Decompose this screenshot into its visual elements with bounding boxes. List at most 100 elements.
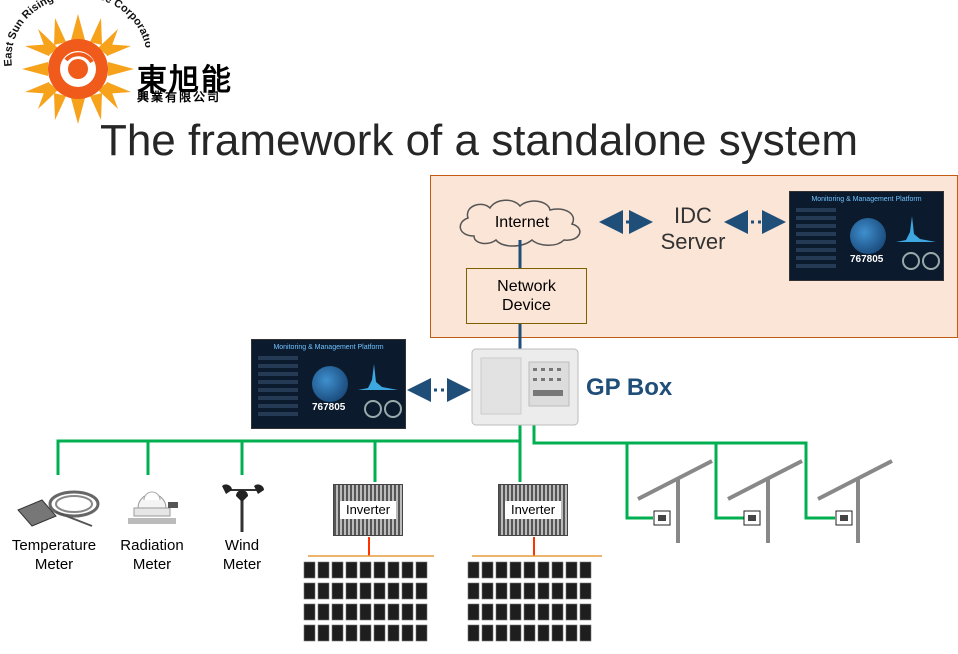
solar-panel [523, 561, 536, 579]
solar-panel [401, 624, 414, 642]
inverter-2: Inverter [498, 484, 568, 536]
solar-panel [317, 561, 330, 579]
gauge-icon [384, 400, 402, 418]
solar-panel [509, 624, 522, 642]
gpbox-label: GP Box [586, 374, 673, 401]
monitoring-screen-left: Monitoring & Management Platform 767805 [251, 339, 406, 429]
gauge-icon [922, 252, 940, 270]
solar-panel [401, 603, 414, 621]
radiation-meter-label-line2: Meter [132, 556, 172, 573]
solar-panel [387, 582, 400, 600]
solar-panel [481, 561, 494, 579]
solar-panel [537, 624, 550, 642]
solar-panel [303, 603, 316, 621]
solar-panel [359, 624, 372, 642]
solar-panel [317, 624, 330, 642]
solar-array-1 [303, 561, 428, 642]
solar-panel [565, 582, 578, 600]
solar-panel [481, 582, 494, 600]
solar-panel [373, 603, 386, 621]
solar-panel [387, 561, 400, 579]
solar-panel [537, 582, 550, 600]
solar-panel [331, 603, 344, 621]
solar-panel [373, 582, 386, 600]
solar-panel [303, 624, 316, 642]
solar-panel [401, 582, 414, 600]
solar-panel [303, 561, 316, 579]
screen-header: Monitoring & Management Platform [273, 344, 384, 351]
solar-panel [551, 603, 564, 621]
idc-server-label: IDC Server [650, 203, 736, 255]
solar-panel [345, 582, 358, 600]
solar-panel [467, 582, 480, 600]
inverter-1-label: Inverter [340, 501, 396, 519]
screen-chart-icon [896, 216, 936, 242]
wind-meter-label-line1: Wind [224, 537, 260, 554]
solar-panel [523, 582, 536, 600]
solar-panel [579, 624, 592, 642]
sun-icon [22, 14, 134, 124]
solar-panel [345, 624, 358, 642]
solar-panel [565, 603, 578, 621]
radiation-meter-label-line1: Radiation [120, 537, 184, 554]
solar-panel [373, 561, 386, 579]
solar-panel [509, 582, 522, 600]
solar-panel [415, 582, 428, 600]
wind-meter-label: Wind Meter [200, 536, 284, 574]
solar-panel [551, 624, 564, 642]
screen-big-number: 767805 [850, 254, 884, 265]
page-title: The framework of a standalone system [99, 116, 859, 165]
idc-label: IDC [674, 203, 712, 228]
green-bus [56, 425, 835, 520]
solar-panel [481, 624, 494, 642]
network-device-line1: Network [497, 278, 556, 295]
temperature-meter-label: Temperature Meter [4, 536, 104, 574]
solar-panel [495, 603, 508, 621]
solar-panel [565, 624, 578, 642]
inverter-2-label: Inverter [505, 501, 561, 519]
solar-panel [523, 624, 536, 642]
globe-icon [850, 218, 886, 254]
solar-panel [317, 582, 330, 600]
screen-side-panel [796, 208, 836, 268]
screen-chart-icon [358, 364, 398, 390]
solar-panel [467, 603, 480, 621]
monitoring-screen-top: Monitoring & Management Platform 767805 [789, 191, 944, 281]
pole-mounted-panels [637, 459, 893, 543]
solar-panel [317, 603, 330, 621]
solar-panel [509, 603, 522, 621]
solar-panel [359, 582, 372, 600]
solar-panel [359, 603, 372, 621]
solar-panel [509, 561, 522, 579]
globe-icon [312, 366, 348, 402]
solar-panel [467, 624, 480, 642]
solar-panel [303, 582, 316, 600]
solar-panel [331, 561, 344, 579]
solar-panel [359, 561, 372, 579]
solar-panel [331, 624, 344, 642]
internet-cloud-icon [459, 199, 581, 247]
solar-panel [331, 582, 344, 600]
solar-panel [345, 603, 358, 621]
screen-big-number: 767805 [312, 402, 346, 413]
solar-panel [579, 561, 592, 579]
solar-array-2 [467, 561, 592, 642]
solar-panel [481, 603, 494, 621]
gpbox-device-icon [471, 348, 579, 426]
network-device-line2: Device [502, 297, 551, 314]
gauge-icon [902, 252, 920, 270]
solar-panel [579, 582, 592, 600]
solar-panel [551, 582, 564, 600]
wind-meter-label-line2: Meter [222, 556, 262, 573]
solar-panel [551, 561, 564, 579]
solar-panel [537, 603, 550, 621]
network-device-box: Network Device [466, 268, 587, 324]
logo-chinese-subname: 興業有限公司 [137, 90, 222, 104]
solar-panel [579, 603, 592, 621]
temperature-meter-label-line1: Temperature [11, 537, 97, 554]
solar-panel [495, 582, 508, 600]
temperature-meter-icon [17, 490, 100, 527]
company-logo: East Sun Rising Enterprise Corporation [0, 0, 150, 124]
solar-panel [387, 603, 400, 621]
